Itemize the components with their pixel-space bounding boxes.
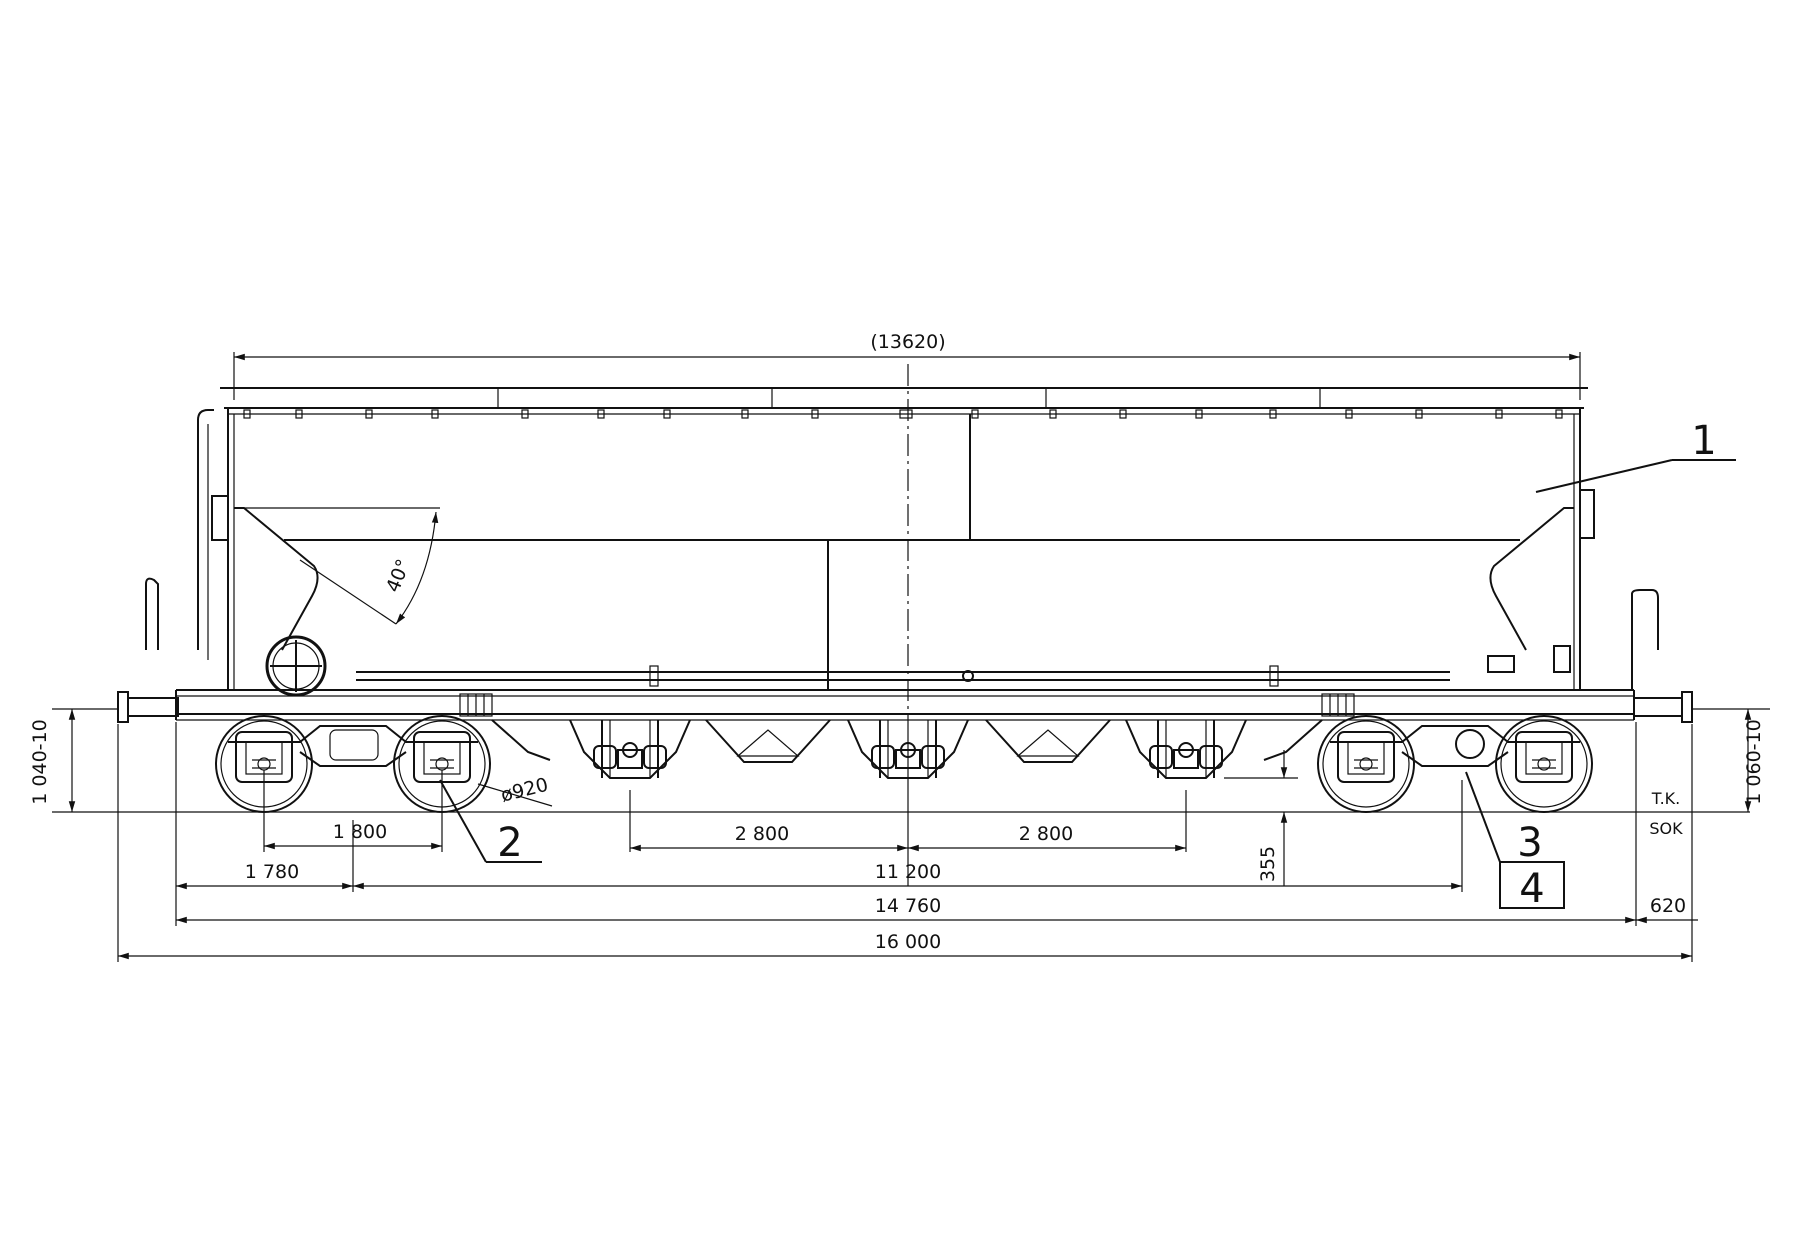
underframe (117, 689, 1693, 779)
label-rail-top-cz: T.K. (1651, 789, 1681, 808)
dim-overall-length: 16 000 (875, 931, 941, 953)
dim-wheel-diameter: ø920 (499, 774, 551, 807)
dim-buffer-height-left: 1 040-10 (29, 719, 51, 804)
bogie-left (215, 715, 491, 813)
dim-body-length: (13620) (870, 331, 945, 353)
callout-4: 4 (1519, 866, 1544, 912)
dim-bay-spacing-right: 2 800 (1019, 823, 1073, 845)
callout-numbers: 1 2 3 4 (497, 418, 1716, 912)
dimension-texts: (13620) 40° ø920 1 800 2 800 2 800 1 780… (29, 331, 1765, 953)
dim-bogie-offset: 1 780 (245, 861, 299, 883)
callout-1: 1 (1691, 418, 1716, 464)
label-rail-top-sk: SOK (1649, 819, 1683, 838)
dim-bogie-wheelbase: 1 800 (333, 821, 387, 843)
dim-bay-spacing-left: 2 800 (735, 823, 789, 845)
dim-buffer-projection: 620 (1650, 895, 1686, 917)
callout-leaders (439, 459, 1736, 909)
callout-3: 3 (1517, 820, 1542, 866)
dim-hopper-angle: 40° (382, 556, 415, 595)
callout-2: 2 (497, 820, 522, 866)
dim-outlet-height: 355 (1257, 846, 1279, 882)
dim-buffer-height-right: 1 060-10 (1743, 719, 1765, 804)
dimension-lines (52, 352, 1770, 962)
dim-over-buffers-inner: 14 760 (875, 895, 941, 917)
dim-bogie-centres: 11 200 (875, 861, 941, 883)
wagon-body (145, 364, 1659, 730)
bogie-right (1317, 715, 1593, 813)
